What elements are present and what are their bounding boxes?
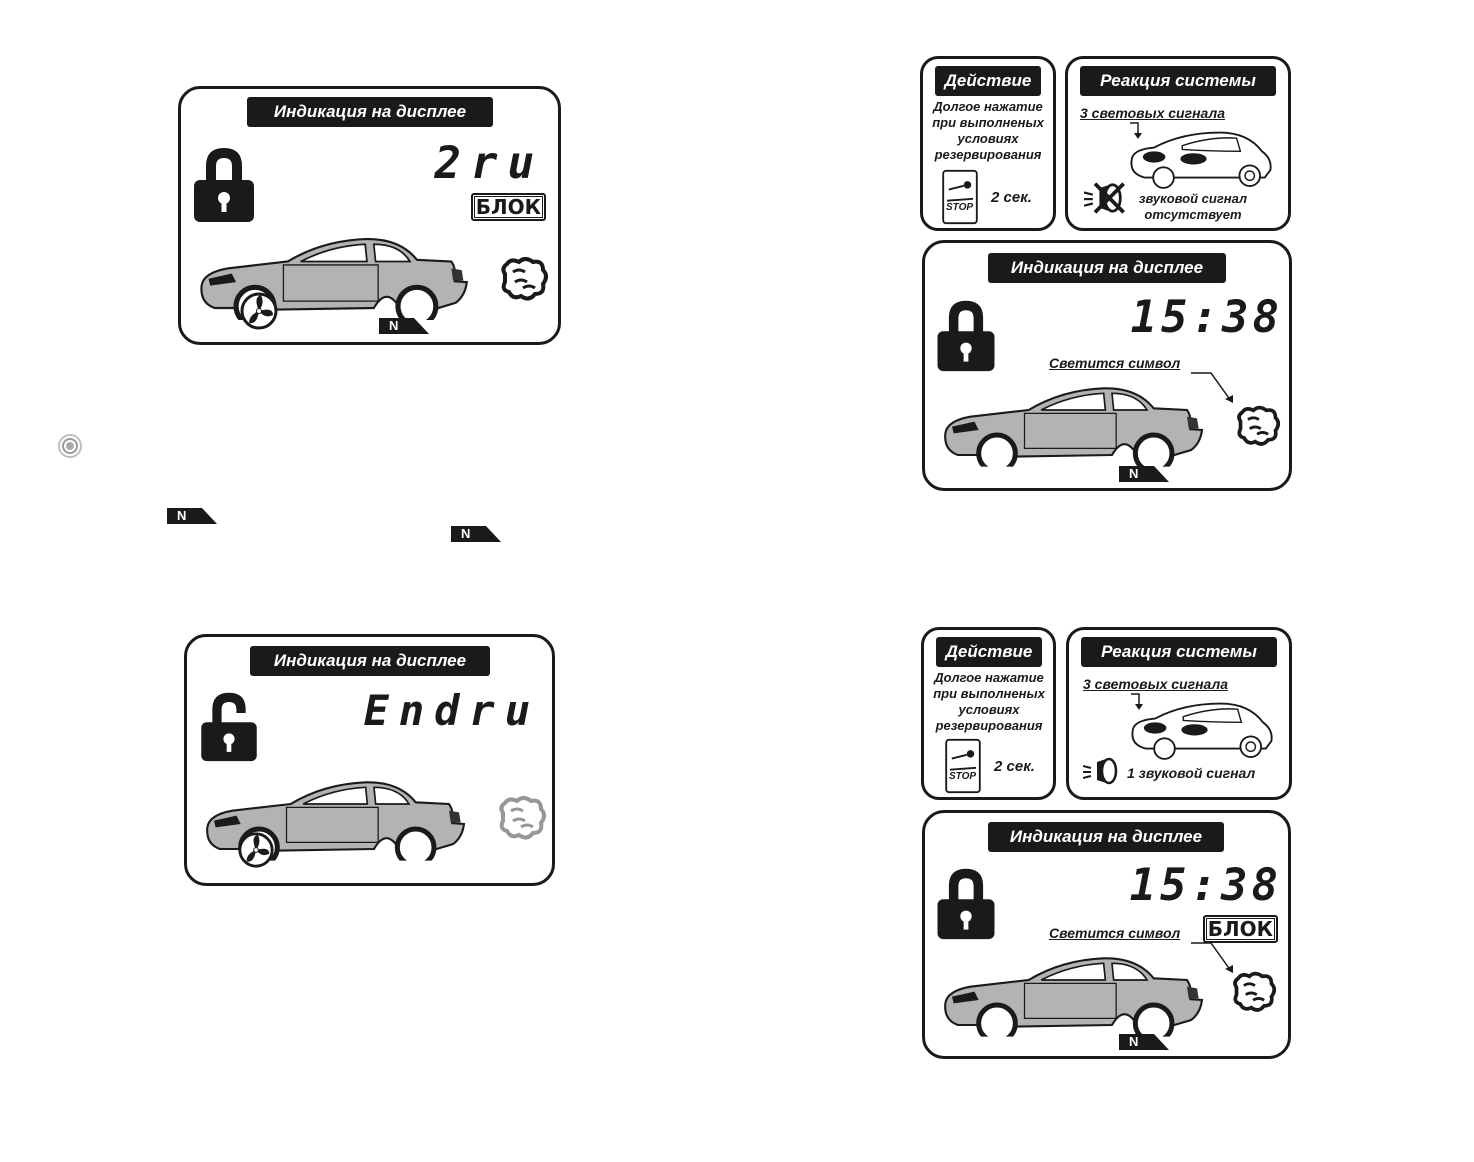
sports-car-icon [1127,692,1277,762]
arrow-icon [1191,942,1233,973]
stop-label: STOP [946,202,974,213]
speaker-icon [1083,756,1123,786]
neutral-gear-indicator: N [167,508,217,524]
light-signal-label: 3 световых сигнала [1080,105,1225,121]
muted-speaker-icon [1084,181,1125,215]
neutral-gear-indicator: N [451,526,501,542]
car-icon [937,375,1237,475]
lcd-display: Endru [363,686,540,735]
exhaust-icon [499,254,549,304]
reaction-header: Реакция системы [1080,66,1276,96]
action-header: Действие [936,637,1042,667]
display-panel-bottom-right: Индикация на дисплее 15:38 БЛОК Светится… [922,810,1291,1059]
press-duration: 2 сек. [991,189,1032,206]
action-header: Действие [935,66,1041,96]
lcd-time: 15:38 [1130,292,1283,343]
display-panel-top-left: Индикация на дисплее 2ru БЛОК N [178,86,561,345]
panel-header: Индикация на дисплее [988,822,1224,852]
neutral-gear-indicator: N [1119,466,1169,482]
arrow-icon [1130,122,1142,139]
target-ring-icon [58,434,82,458]
display-panel-bottom-left: Индикация на дисплее Endru [184,634,555,886]
arrow-icon [1191,372,1233,403]
press-duration: 2 сек. [994,758,1035,775]
car-icon [937,945,1237,1045]
panel-header: Индикация на дисплее [988,253,1226,283]
panel-header: Индикация на дисплее [250,646,490,676]
neutral-gear-indicator: N [379,318,429,334]
lcd-display: 2ru [434,138,544,189]
sound-signal-label: 1 звуковой сигнал [1127,765,1256,781]
display-panel-top-right: Индикация на дисплее 15:38 Светится симв… [922,240,1292,491]
block-badge: БЛОК [470,193,546,221]
sports-car-icon [1126,121,1276,191]
stop-label: STOP [949,771,977,782]
lcd-time: 15:38 [1129,860,1282,911]
reaction-panel: Реакция системы 3 световых сигнала 1 зву… [1066,627,1292,800]
lock-closed-icon [935,297,997,373]
light-signal-label: 3 световых сигнала [1083,676,1228,692]
symbol-caption: Светится символ [1049,355,1181,371]
symbol-caption: Светится символ [1049,925,1181,941]
sound-signal-label: звуковой сигнал отсутствует [1138,191,1248,222]
panel-header: Индикация на дисплее [247,97,493,127]
arrow-icon [1131,693,1143,710]
action-description: Долгое нажатие при выполненых условиях р… [932,99,1044,162]
action-panel: Действие Долгое нажатие при выполненых у… [920,56,1056,231]
remote-button-icon [944,738,982,794]
lock-closed-icon [935,865,997,941]
fan-icon [237,831,275,869]
action-description: Долгое нажатие при выполненых условиях р… [933,670,1045,733]
neutral-gear-indicator: N [1119,1034,1169,1050]
reaction-header: Реакция системы [1081,637,1277,667]
lock-closed-icon [192,144,256,224]
exhaust-icon [1235,403,1281,449]
action-panel: Действие Долгое нажатие при выполненых у… [921,627,1056,800]
reaction-panel: Реакция системы 3 световых сигнала звуко… [1065,56,1291,231]
remote-button-icon [941,169,979,225]
fan-icon [239,291,279,331]
lock-open-icon [197,689,261,763]
exhaust-icon [1231,969,1277,1015]
block-badge: БЛОК [1202,915,1278,943]
exhaust-icon [497,793,547,843]
